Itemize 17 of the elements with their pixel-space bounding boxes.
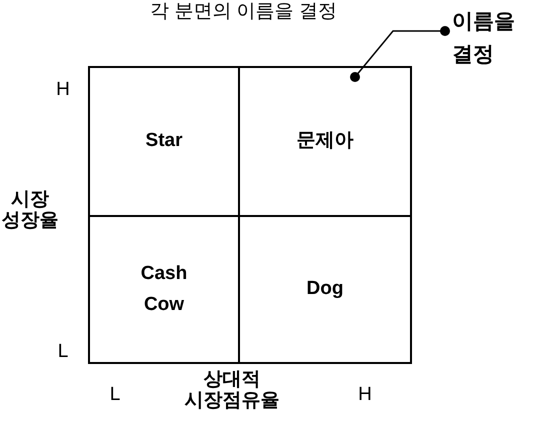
axis-title: 상대적 시장점유율 xyxy=(184,370,280,412)
axis-tick-label: H xyxy=(55,80,71,101)
axis-tick-label: L xyxy=(108,385,122,406)
axis-tick-label: L xyxy=(56,342,70,363)
quadrant-label: Star xyxy=(144,129,184,154)
axis-title: 시장 성장율 xyxy=(0,190,60,232)
quadrant-cell xyxy=(88,66,240,217)
callout-text: 이름을 결정 xyxy=(452,6,532,72)
quadrant-label: Dog xyxy=(306,277,344,302)
quadrant-cell xyxy=(238,215,412,364)
quadrant-cell xyxy=(238,66,412,217)
quadrant-label: Cash Cow xyxy=(140,262,188,316)
quadrant-label: 문제아 xyxy=(296,129,354,154)
leader-line xyxy=(350,26,450,82)
quadrant-cell xyxy=(88,215,240,364)
title-text: 각 분면의 이름을 결정 xyxy=(150,2,338,23)
axis-tick-label: H xyxy=(357,385,373,406)
